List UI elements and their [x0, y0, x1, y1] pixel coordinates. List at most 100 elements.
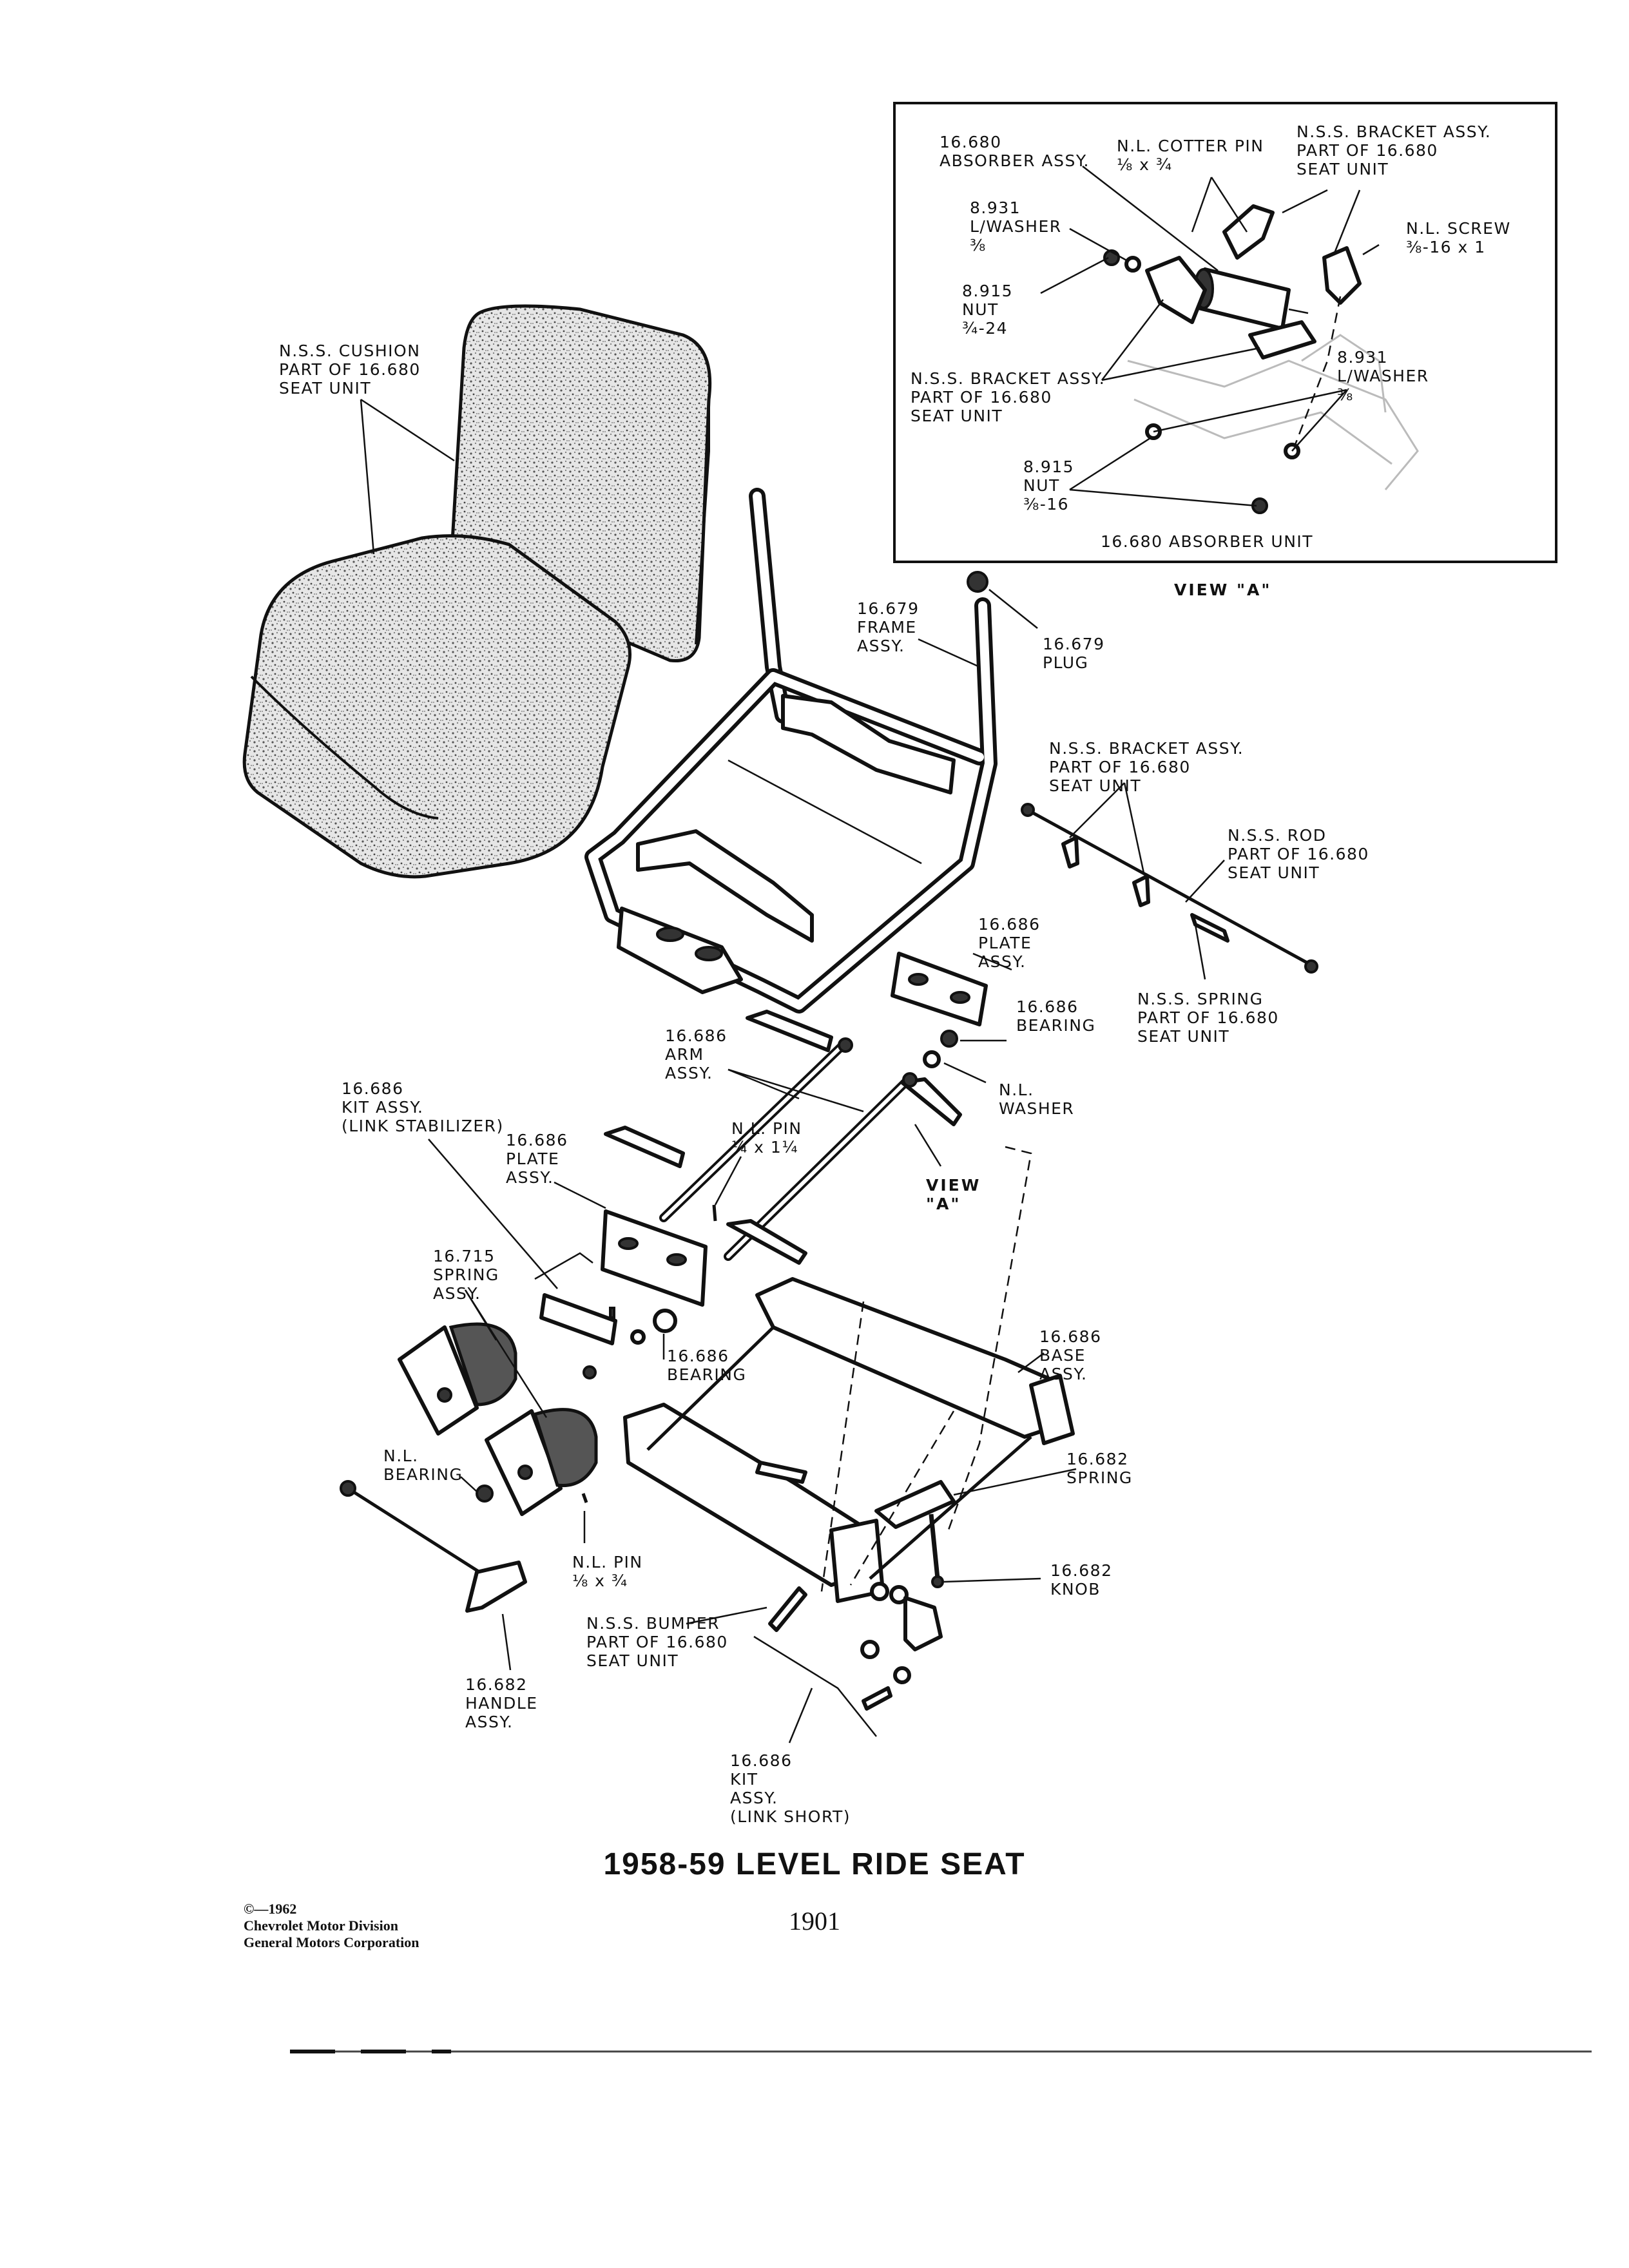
label-absorber-unit: 16.680 ABSORBER UNIT	[1101, 532, 1313, 551]
handle-assembly	[340, 1480, 527, 1671]
label-line: N.L.	[999, 1081, 1034, 1099]
label-line: 16.686	[665, 1026, 728, 1045]
label-line: ⅛ x ¾	[572, 1571, 628, 1590]
label-line: PART OF 16.680	[1296, 141, 1438, 160]
label-line: 16.680	[940, 133, 1002, 151]
label-line: PART OF 16.680	[1228, 845, 1369, 863]
label-line: L/WASHER	[970, 217, 1062, 236]
label-line: KIT ASSY.	[342, 1098, 424, 1117]
label-line: PART OF 16.680	[279, 360, 421, 379]
washer-part	[1124, 256, 1141, 273]
cushion-leaders	[360, 398, 455, 555]
label-line: ⅛ x ¾	[1117, 155, 1173, 174]
label-line: NUT	[962, 300, 999, 319]
view-a-ghost-frame	[1127, 334, 1419, 490]
label-line: ARM	[665, 1045, 704, 1064]
label-line: ¾-24	[962, 319, 1008, 338]
page-title: 1958-59 LEVEL RIDE SEAT	[603, 1847, 1026, 1881]
dashed-alignment-lines	[820, 1146, 1032, 1592]
label-nl-bearing: N.L.BEARING	[383, 1446, 463, 1484]
bracket-left-part	[1145, 256, 1207, 324]
label-line: SEAT UNIT	[1228, 863, 1320, 882]
label-line: N.S.S. SPRING	[1137, 990, 1264, 1008]
label-line: 16.686	[1016, 997, 1079, 1016]
label-view-a-caption: VIEW "A"	[1174, 581, 1271, 599]
label-line: ASSY.	[730, 1789, 778, 1807]
label-line: SEAT UNIT	[1049, 776, 1142, 795]
label-line: N.L. COTTER PIN	[1117, 137, 1264, 155]
label-line: ASSY.	[506, 1168, 554, 1187]
label-line: 16.682	[1066, 1450, 1129, 1468]
label-line: BEARING	[667, 1365, 747, 1384]
label-line: 16.715	[433, 1247, 496, 1265]
bumper-part	[686, 1582, 943, 1711]
label-line: PLATE	[506, 1149, 560, 1168]
knob-part	[929, 1514, 1041, 1588]
label-line: SEAT UNIT	[1137, 1027, 1230, 1046]
label-line: N.S.S. BRACKET ASSY.	[1049, 739, 1244, 758]
label-line: 16.686	[342, 1079, 404, 1098]
label-line: ASSY.	[1039, 1365, 1088, 1383]
label-line: N.L. PIN	[731, 1119, 802, 1138]
lower-plate-part	[554, 1181, 708, 1307]
label-line: 16.680 ABSORBER UNIT	[1101, 532, 1314, 551]
seat-frame	[584, 488, 998, 1014]
copyright-line: ©—1962	[244, 1901, 297, 1917]
label-line: SPRING	[1066, 1468, 1133, 1487]
copyright-line: Chevrolet Motor Division	[244, 1917, 398, 1934]
label-line: 16.686	[978, 915, 1041, 934]
label-line: ASSY.	[665, 1064, 713, 1082]
label-line: N.S.S. BUMPER	[586, 1614, 720, 1633]
washer-part	[923, 1050, 941, 1068]
bracket-lower-part	[1248, 320, 1316, 360]
label-line: 8.931	[970, 198, 1021, 217]
label-washer: N.L.WASHER	[999, 1081, 1074, 1118]
label-line: 8.915	[1023, 457, 1075, 476]
label-line: PART OF 16.680	[1137, 1008, 1279, 1027]
label-line: PLUG	[1043, 653, 1089, 672]
rod-assembly	[1021, 782, 1318, 980]
label-line: PART OF 16.680	[911, 388, 1052, 407]
label-line: KIT	[730, 1770, 758, 1789]
page-number: 1901	[789, 1907, 840, 1936]
label-line: 16.682	[465, 1675, 528, 1694]
label-line: N.L.	[383, 1446, 419, 1465]
label-line: HANDLE	[465, 1694, 538, 1713]
label-line: ⅜	[970, 236, 987, 255]
label-line: N.S.S. CUSHION	[279, 341, 421, 360]
bracket-right-part	[1322, 246, 1362, 305]
label-line: ASSY.	[465, 1713, 514, 1731]
label-line: N.S.S. ROD	[1228, 826, 1327, 845]
label-line: SEAT UNIT	[586, 1651, 679, 1670]
arm-assembly	[604, 1010, 962, 1265]
label-line: (LINK STABILIZER)	[342, 1117, 504, 1135]
spring-assembly	[398, 1289, 598, 1516]
label-line: (LINK SHORT)	[730, 1807, 851, 1826]
label-line: 16.686	[730, 1751, 793, 1770]
label-line: SEAT UNIT	[911, 407, 1003, 425]
label-line: 8.931	[1337, 348, 1389, 367]
label-line: BEARING	[383, 1465, 463, 1484]
label-line: 8.915	[962, 282, 1014, 300]
frame-leaders	[918, 589, 1038, 668]
label-line: ABSORBER ASSY.	[940, 151, 1090, 170]
upper-plate-part	[891, 952, 1012, 1026]
base-assembly	[623, 1277, 1077, 1603]
